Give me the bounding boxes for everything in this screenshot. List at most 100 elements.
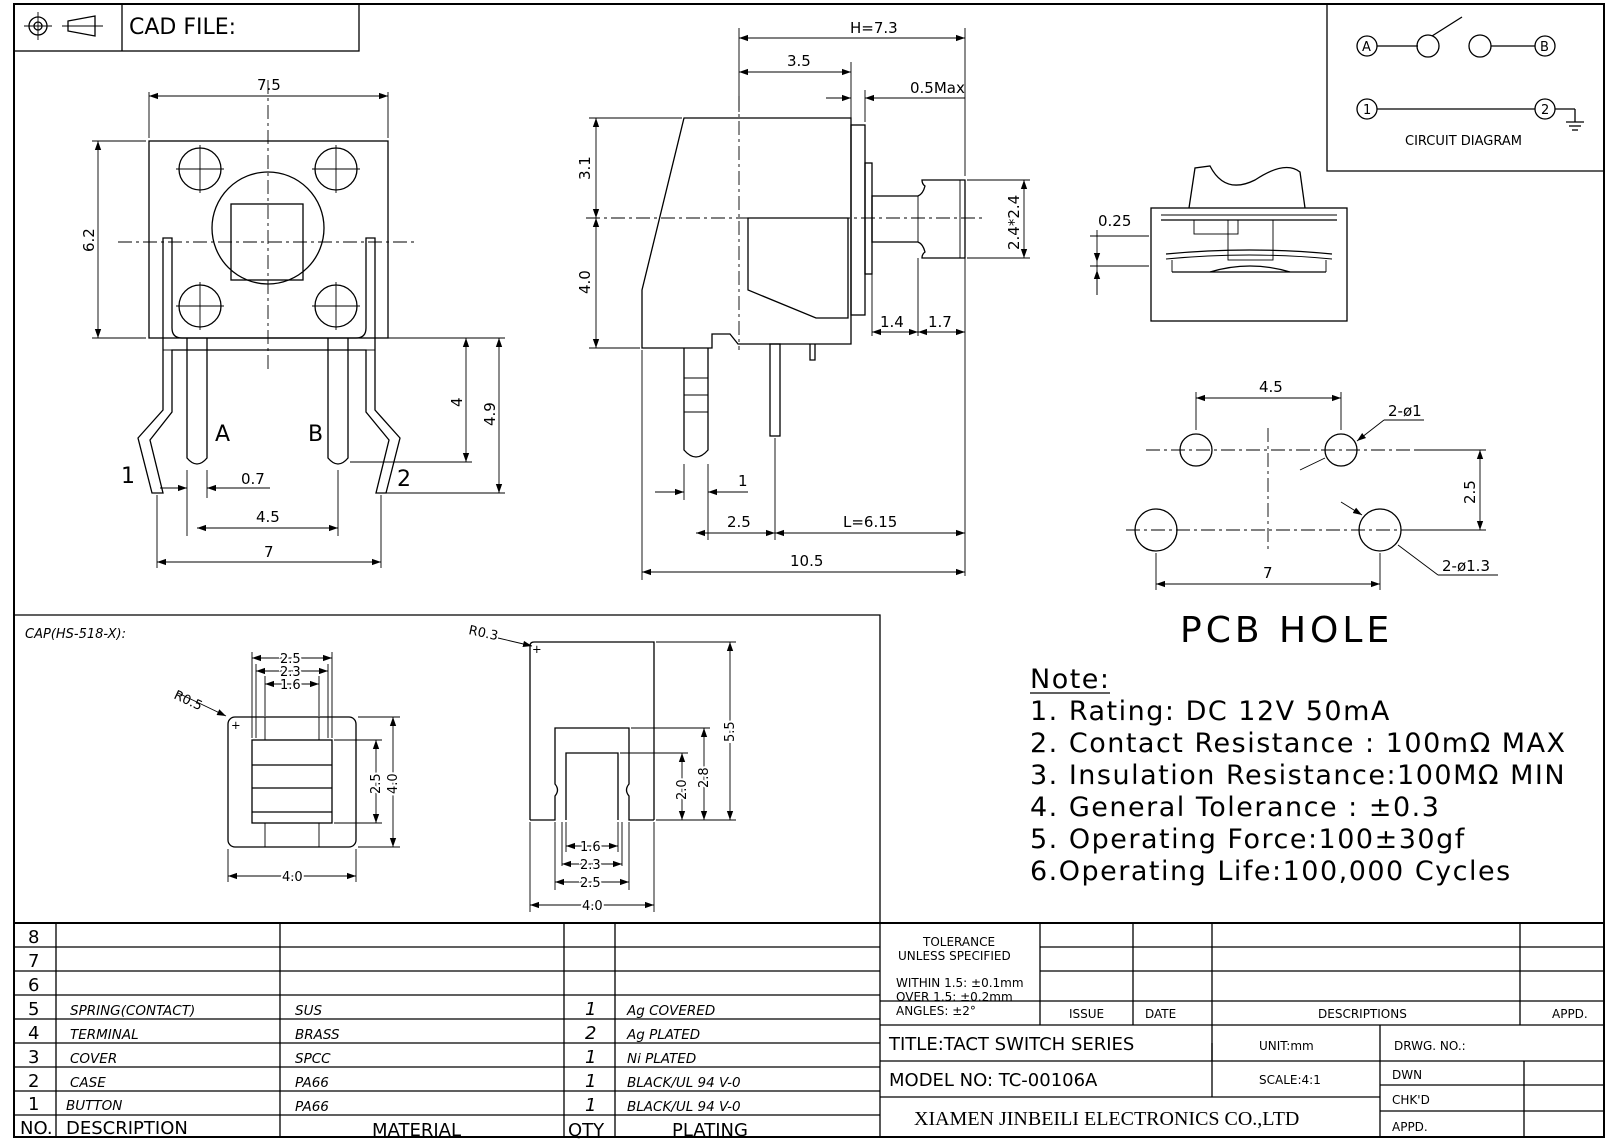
bom-row: 7 bbox=[28, 951, 39, 972]
circuit-title: CIRCUIT DIAGRAM bbox=[1405, 134, 1522, 149]
notes: Note: 1. Rating: DC 12V 50mA 2. Contact … bbox=[1030, 664, 1567, 887]
cap-right-w2: 2.3 bbox=[580, 858, 601, 873]
dim-1-7: 1.7 bbox=[928, 313, 952, 331]
cap-section: CAP(HS-518-X): + R0.5 2.5 2.3 1.6 2.5 4.… bbox=[14, 614, 881, 923]
cap-right-w3: 2.5 bbox=[580, 876, 601, 891]
dim-pin-pitch: 4.5 bbox=[256, 508, 280, 526]
bom-row-qty: 1 bbox=[585, 1095, 596, 1116]
bom-row-no: 2 bbox=[28, 1071, 39, 1092]
bom-header-no: NO. bbox=[20, 1118, 53, 1139]
cap-left-w1: 2.5 bbox=[280, 652, 301, 667]
dim-body: 3.5 bbox=[787, 52, 811, 70]
note-item: 1. Rating: DC 12V 50mA bbox=[1030, 696, 1391, 727]
bom-header-material: MATERIAL bbox=[372, 1120, 461, 1141]
note-item: 2. Contact Resistance : 100mΩ MAX bbox=[1030, 728, 1567, 759]
cap-left-h2: 4.0 bbox=[386, 773, 401, 794]
dim-length: L=6.15 bbox=[843, 513, 897, 531]
date-label: DATE bbox=[1145, 1007, 1176, 1021]
bom-row-material: PA66 bbox=[295, 1099, 329, 1115]
header-box: CAD FILE: bbox=[13, 3, 360, 52]
cap-left-h1: 2.5 bbox=[369, 773, 384, 794]
circuit-node-b: B bbox=[1540, 40, 1549, 55]
bom-row-plating: Ag PLATED bbox=[626, 1027, 700, 1043]
bom-row-material: SUS bbox=[295, 1003, 322, 1019]
svg-text:+: + bbox=[532, 642, 542, 656]
cap-title: CAP(HS-518-X): bbox=[25, 627, 126, 642]
dim-section-gap: 0.25 bbox=[1098, 212, 1131, 230]
pcb-hole-layout: 4.5 2-ø1 2.5 7 2-ø1.3 PCB HOLE bbox=[1126, 378, 1498, 651]
cap-right-h-total: 5.5 bbox=[723, 721, 738, 742]
bom-row-plating: BLACK/UL 94 V-0 bbox=[627, 1075, 741, 1091]
bom-table: 8 7 6 5 SPRING(CONTACT) SUS 1 Ag COVERED bbox=[14, 922, 1604, 1141]
note-item: 6.Operating Life:100,000 Cycles bbox=[1030, 856, 1512, 887]
bom-row-qty: 2 bbox=[585, 1023, 596, 1044]
bom-header-qty: QTY bbox=[568, 1120, 605, 1141]
bom-row-plating: Ni PLATED bbox=[627, 1051, 696, 1067]
drwg-no-label: DRWG. NO.: bbox=[1394, 1039, 1466, 1053]
bom-row: 4 TERMINAL BRASS 2 Ag PLATED bbox=[28, 1023, 700, 1044]
descriptions-label: DESCRIPTIONS bbox=[1318, 1007, 1407, 1021]
bom-row-material: PA66 bbox=[295, 1075, 329, 1091]
drawing-title: TITLE:TACT SWITCH SERIES bbox=[888, 1034, 1134, 1055]
dim-large-holes: 2-ø1.3 bbox=[1442, 557, 1490, 575]
note-item: 4. General Tolerance : ±0.3 bbox=[1030, 792, 1440, 823]
unit-label: UNIT:mm bbox=[1259, 1039, 1314, 1053]
circuit-diagram: A B 1 2 CIRCUIT DIAGRAM bbox=[1326, 4, 1604, 172]
cap-right-radius: R0.3 bbox=[467, 623, 499, 644]
note-item: 5. Operating Force:100±30gf bbox=[1030, 824, 1466, 855]
bom-row-no: 7 bbox=[28, 951, 39, 972]
bom-row: 5 SPRING(CONTACT) SUS 1 Ag COVERED bbox=[28, 999, 715, 1020]
appd-label: APPD. bbox=[1552, 1007, 1588, 1021]
dim-gap-max: 0.5Max bbox=[910, 79, 965, 97]
bom-row-material: BRASS bbox=[295, 1027, 340, 1043]
dim-pin-len: 4 bbox=[448, 397, 466, 407]
bom-row-no: 4 bbox=[28, 1023, 39, 1044]
bom-header-description: DESCRIPTION bbox=[66, 1118, 188, 1139]
dim-pcb-top-pitch: 4.5 bbox=[1259, 378, 1283, 396]
issue-label: ISSUE bbox=[1069, 1007, 1104, 1021]
circuit-node-1: 1 bbox=[1363, 103, 1371, 118]
cap-left-w2: 2.3 bbox=[280, 665, 301, 680]
dim-pin-total: 4.9 bbox=[481, 402, 499, 426]
company-name: XIAMEN JINBEILI ELECTRONICS CO.,LTD bbox=[914, 1108, 1299, 1130]
svg-text:+: + bbox=[231, 718, 241, 732]
front-view: A B 1 2 7.5 6.2 4 4.9 0.7 4.5 7 bbox=[80, 76, 505, 568]
tolerance-label-2: UNLESS SPECIFIED bbox=[898, 949, 1011, 963]
appd2-label: APPD. bbox=[1392, 1120, 1428, 1134]
pin-2-label: 2 bbox=[397, 467, 411, 492]
circuit-node-a: A bbox=[1362, 40, 1371, 55]
model-no: MODEL NO: TC-00106A bbox=[889, 1070, 1098, 1091]
cad-file-label: CAD FILE: bbox=[129, 15, 236, 40]
ground-icon bbox=[1555, 108, 1584, 131]
dim-height: 6.2 bbox=[80, 228, 98, 252]
tolerance-within: WITHIN 1.5: ±0.1mm bbox=[896, 976, 1024, 990]
dim-h-total: H=7.3 bbox=[850, 19, 898, 37]
dim-upper: 3.1 bbox=[576, 156, 594, 180]
bom-row-material: SPCC bbox=[295, 1051, 331, 1067]
cap-left-w3: 1.6 bbox=[280, 678, 301, 693]
dim-pin-dia: 0.7 bbox=[241, 470, 265, 488]
bom-row-description: TERMINAL bbox=[70, 1027, 139, 1043]
cap-left-radius: R0.5 bbox=[171, 688, 204, 714]
tolerance-angles: ANGLES: ±2° bbox=[896, 1004, 976, 1018]
dim-overall: 10.5 bbox=[790, 552, 823, 570]
bom-header-plating: PLATING bbox=[672, 1120, 748, 1141]
bom-row-qty: 1 bbox=[585, 999, 596, 1020]
bom-row-no: 3 bbox=[28, 1047, 39, 1068]
dim-1-4: 1.4 bbox=[880, 313, 904, 331]
bom-row-no: 8 bbox=[28, 927, 39, 948]
bom-row-plating: BLACK/UL 94 V-0 bbox=[627, 1099, 741, 1115]
bom-row: 3 COVER SPCC 1 Ni PLATED bbox=[28, 1047, 696, 1068]
bom-row: 2 CASE PA66 1 BLACK/UL 94 V-0 bbox=[28, 1071, 741, 1092]
cap-right-h1: 2.0 bbox=[675, 779, 690, 800]
dim-small-holes: 2-ø1 bbox=[1388, 402, 1422, 420]
cap-left-base: 4.0 bbox=[282, 870, 303, 885]
bom-row-description: COVER bbox=[70, 1051, 117, 1067]
projection-symbol-icon bbox=[24, 12, 103, 40]
dim-pcb-vert: 2.5 bbox=[1461, 480, 1479, 504]
bom-row-plating: Ag COVERED bbox=[626, 1003, 715, 1019]
pcb-hole-title: PCB HOLE bbox=[1180, 610, 1393, 651]
pin-a-label: A bbox=[215, 422, 230, 447]
side-view: H=7.3 3.5 0.5Max 3.1 4.0 2.4*2.4 1.4 1.7… bbox=[576, 19, 1030, 580]
